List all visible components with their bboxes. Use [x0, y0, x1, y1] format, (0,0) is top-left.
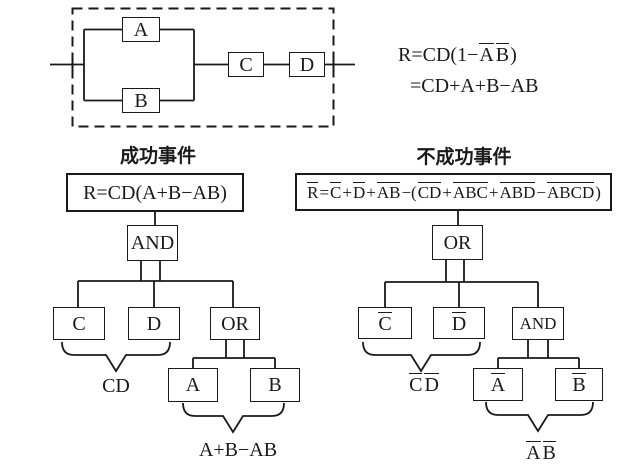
failure-or-gate: OR — [432, 225, 483, 260]
overlined-term: ABCD — [547, 182, 595, 203]
overlined-term: ABD — [499, 182, 536, 203]
block-b: B — [122, 88, 160, 113]
overlined-term: B — [495, 43, 510, 66]
overlined-term: B — [572, 373, 586, 397]
formula-text: R=CD(1− — [398, 44, 479, 66]
overlined-term: AB — [376, 182, 401, 203]
overlined-term: D — [451, 311, 467, 335]
formula-text: − — [536, 182, 546, 202]
success-brace-cd-label: CD — [102, 375, 130, 397]
brace-ab-right — [485, 401, 594, 433]
formula-text: ) — [510, 44, 517, 66]
block-d: D — [289, 52, 325, 77]
success-leaf-c: C — [53, 307, 105, 340]
overlined-term: A — [479, 43, 494, 66]
overlined-term: R — [307, 182, 319, 203]
success-and-gate: AND — [127, 225, 178, 261]
brace-cd-right — [362, 341, 481, 373]
overlined-term: D — [352, 182, 366, 203]
success-root-box: R=CD(A+B−AB) — [66, 173, 244, 212]
formula-text: + — [366, 182, 376, 202]
failure-and-gate: AND — [512, 307, 564, 340]
overlined-term: B — [542, 441, 556, 464]
success-tree-title: 成功事件 — [119, 146, 196, 167]
overlined-term: D — [424, 373, 439, 396]
failure-leaf-d: D — [433, 307, 485, 339]
block-c: C — [228, 52, 264, 77]
success-leaf-a: A — [168, 368, 218, 402]
failure-tree-title: 不成功事件 — [416, 147, 512, 168]
overlined-term: CD — [417, 182, 442, 203]
success-leaf-d: D — [128, 307, 180, 340]
formula-text: = — [319, 182, 330, 202]
overlined-term: C — [409, 373, 423, 396]
overlined-term: A — [490, 373, 506, 397]
failure-leaf-b: B — [555, 368, 603, 401]
formula-text: + — [488, 182, 499, 202]
formula-text: ) — [595, 182, 601, 202]
overlined-term: A — [526, 441, 541, 464]
formula-text: + — [342, 182, 352, 202]
failure-root-box: R=C+D+AB−(CD+ABC+ABD−ABCD) — [295, 173, 612, 211]
success-brace-ab-label: A+B−AB — [198, 439, 278, 461]
brace-ab-left — [182, 402, 285, 434]
formula-text: + — [442, 182, 452, 202]
formula-text: =CD+A+B−AB — [410, 75, 539, 97]
overlined-term: C — [330, 182, 342, 203]
brace-cd-left — [61, 341, 171, 373]
failure-leaf-a: A — [473, 368, 523, 401]
overlined-term: ABC — [452, 182, 488, 203]
failure-leaf-c: C — [358, 307, 412, 339]
block-a: A — [122, 17, 160, 42]
formula-text: −( — [401, 182, 417, 202]
overlined-term: C — [378, 311, 392, 335]
success-or-gate: OR — [210, 307, 260, 340]
reliability-formula-line2: =CD+A+B−AB — [410, 76, 538, 96]
success-leaf-b: B — [250, 368, 300, 402]
